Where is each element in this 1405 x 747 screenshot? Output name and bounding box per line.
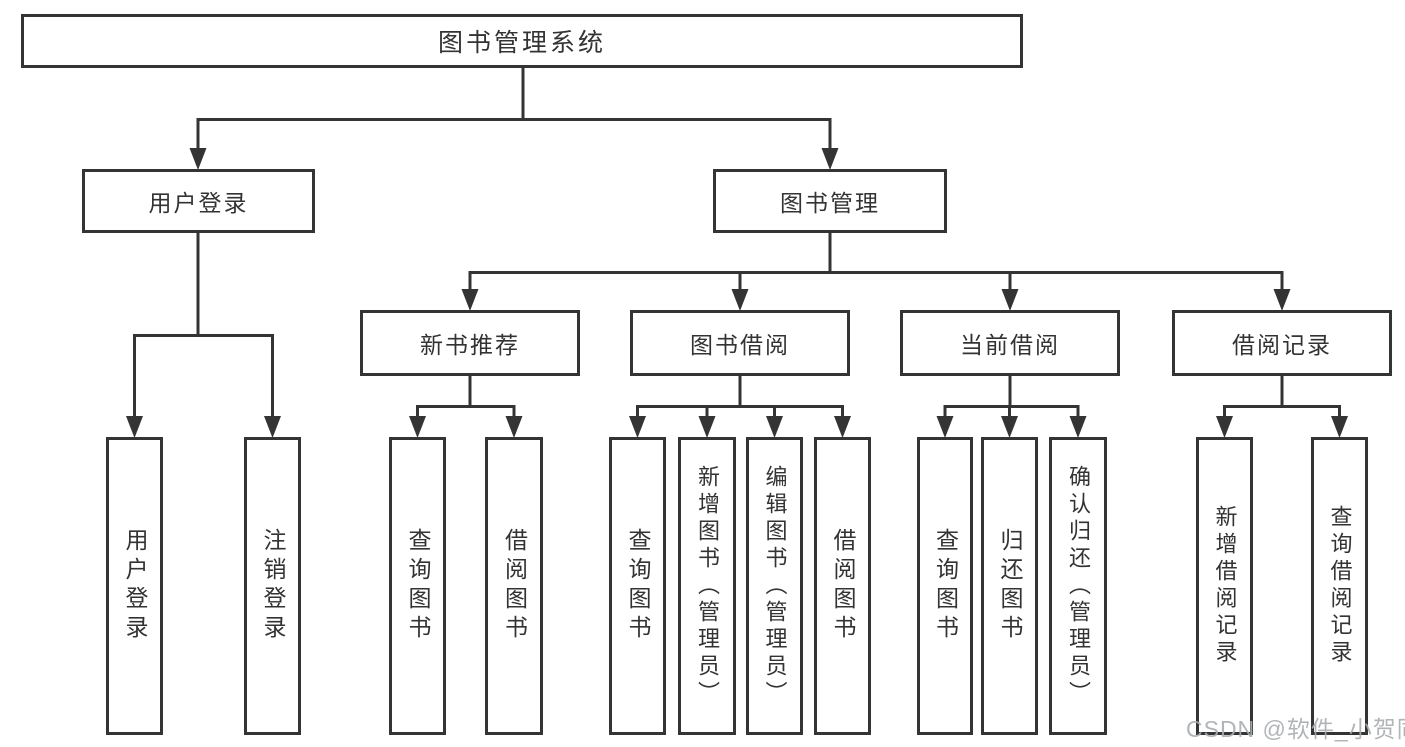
node-library-management-system: 图书管理系统 xyxy=(21,14,1023,68)
leaf-borrow-books: 借阅图书 xyxy=(814,437,871,735)
node-borrow-records: 借阅记录 xyxy=(1172,310,1392,376)
leaf-query-books-borrow: 查询图书 xyxy=(609,437,666,735)
node-book-management: 图书管理 xyxy=(713,169,947,233)
node-new-book-recommend: 新书推荐 xyxy=(360,310,580,376)
arrowheads xyxy=(126,148,1348,438)
leaf-confirm-return-admin: 确认归还（管理员） xyxy=(1049,437,1107,735)
leaf-logout: 注销登录 xyxy=(244,437,301,735)
node-book-borrow: 图书借阅 xyxy=(630,310,850,376)
leaf-edit-books-admin: 编辑图书（管理员） xyxy=(746,437,803,735)
node-current-borrow: 当前借阅 xyxy=(900,310,1120,376)
leaf-return-books: 归还图书 xyxy=(981,437,1038,735)
leaf-borrow-books-recommend: 借阅图书 xyxy=(485,437,543,735)
leaf-add-borrow-record: 新增借阅记录 xyxy=(1196,437,1253,735)
tree-edges xyxy=(133,68,1341,433)
leaf-query-books-current: 查询图书 xyxy=(917,437,973,735)
node-user-login: 用户登录 xyxy=(82,169,315,233)
leaf-query-books-recommend: 查询图书 xyxy=(389,437,446,735)
leaf-add-books-admin: 新增图书（管理员） xyxy=(678,437,736,735)
leaf-query-borrow-record: 查询借阅记录 xyxy=(1311,437,1368,735)
csdn-watermark: CSDN @软件_小贺同学 xyxy=(1186,716,1405,742)
leaf-user-login: 用户登录 xyxy=(106,437,163,735)
